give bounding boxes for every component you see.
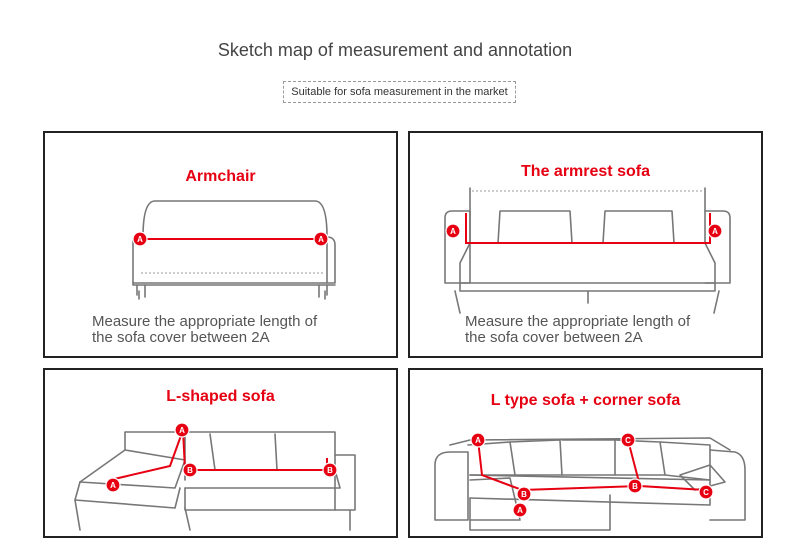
svg-text:A: A xyxy=(450,227,456,236)
svg-text:A: A xyxy=(318,235,324,244)
panel-l-shaped-sofa: L-shaped sofa A A B B xyxy=(43,368,398,538)
marker-a: A xyxy=(512,502,528,518)
corner-sofa-sketch: A A B B C C xyxy=(434,432,746,531)
page-title: Sketch map of measurement and annotation xyxy=(217,40,573,60)
marker-a: A xyxy=(174,422,190,438)
marker-a-right: A xyxy=(707,223,723,239)
panel-title: L type sofa + corner sofa xyxy=(490,392,681,409)
panel-description: Measure the appropriate length of the so… xyxy=(465,314,690,346)
armrest-sofa-sketch: A A xyxy=(444,187,731,314)
svg-text:B: B xyxy=(632,482,638,491)
marker-b: B xyxy=(322,462,338,478)
svg-text:A: A xyxy=(517,506,523,515)
panel-armrest-sofa: The armrest sofa A A Measure the appropr… xyxy=(408,131,763,358)
marker-a-left: A xyxy=(445,223,461,239)
marker-a-left: A xyxy=(132,231,148,247)
svg-text:B: B xyxy=(521,490,527,499)
l-shaped-sofa-sketch: A A B B xyxy=(74,422,356,531)
marker-b: B xyxy=(182,462,198,478)
marker-a: A xyxy=(470,432,486,448)
marker-b: B xyxy=(627,478,643,494)
marker-c: C xyxy=(620,432,636,448)
svg-text:B: B xyxy=(327,466,333,475)
panel-title: Armchair xyxy=(185,168,256,185)
marker-b: B xyxy=(516,486,532,502)
panel-title: The armrest sofa xyxy=(521,163,650,180)
svg-text:A: A xyxy=(712,227,718,236)
marker-a-right: A xyxy=(313,231,329,247)
marker-c: C xyxy=(698,484,714,500)
svg-text:A: A xyxy=(137,235,143,244)
panel-description: Measure the appropriate length of the so… xyxy=(92,314,317,346)
marker-a: A xyxy=(105,477,121,493)
svg-text:B: B xyxy=(187,466,193,475)
svg-text:A: A xyxy=(179,426,185,435)
panel-armchair: Armchair A A Measure the appropriate len… xyxy=(43,131,398,358)
svg-text:A: A xyxy=(110,481,116,490)
svg-text:A: A xyxy=(475,436,481,445)
desc-line: the sofa cover between 2A xyxy=(465,329,643,346)
desc-line: Measure the appropriate length of xyxy=(465,313,691,330)
desc-line: Measure the appropriate length of xyxy=(92,313,318,330)
panel-corner-sofa: L type sofa + corner sofa A A B B C C xyxy=(408,368,763,538)
panel-title: L-shaped sofa xyxy=(166,388,275,405)
desc-line: the sofa cover between 2A xyxy=(92,329,270,346)
svg-text:C: C xyxy=(703,488,709,497)
armchair-sketch: A A xyxy=(132,200,336,300)
subtitle-box: Suitable for sofa measurement in the mar… xyxy=(283,81,516,103)
svg-text:C: C xyxy=(625,436,631,445)
